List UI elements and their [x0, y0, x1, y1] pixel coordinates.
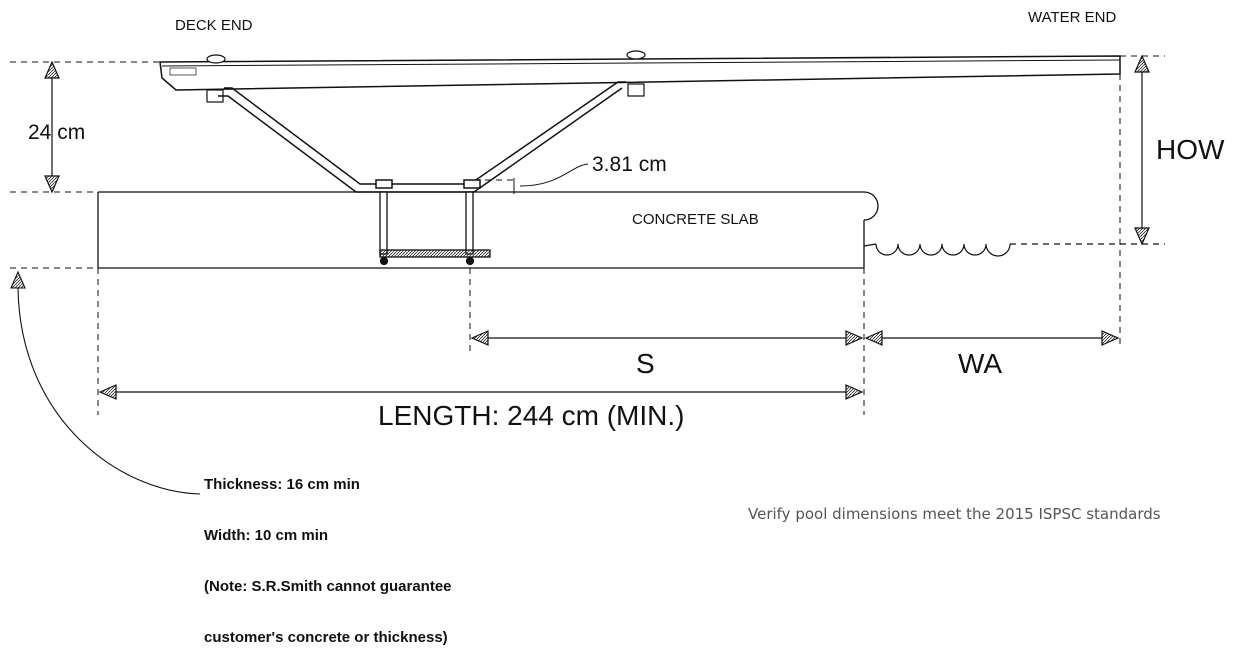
diving-board	[159, 50, 1121, 103]
dimension-length	[98, 384, 864, 400]
water-end-label: WATER END	[1028, 9, 1117, 26]
thickness-callout	[10, 270, 201, 495]
height-24cm-label: 24 cm	[28, 121, 86, 144]
footer-note: Verify pool dimensions meet the 2015 ISP…	[748, 505, 1161, 523]
note-thickness: Thickness: 16 cm min	[204, 476, 360, 493]
note-disclaimer-1: (Note: S.R.Smith cannot guarantee	[204, 578, 452, 595]
note-width: Width: 10 cm min	[204, 527, 329, 544]
concrete-slab	[97, 191, 879, 269]
water-surface	[863, 243, 1165, 257]
anchor-bolts	[379, 191, 491, 266]
dimension-how	[1134, 54, 1150, 246]
diving-board-diagram	[10, 50, 1165, 495]
dimension-wa	[864, 330, 1120, 346]
dimension-24cm	[44, 60, 60, 194]
deck-end-label: DECK END	[175, 17, 253, 34]
dimension-s	[470, 330, 864, 346]
note-disclaimer-2: customer's concrete or thickness)	[204, 629, 448, 646]
slab-note: Thickness: 16 cm min Width: 10 cm min (N…	[204, 442, 452, 663]
fulcrum-stand	[218, 81, 626, 193]
s-label: S	[636, 348, 655, 379]
leader-381	[519, 163, 589, 187]
length-label: LENGTH: 244 cm (MIN.)	[378, 400, 685, 431]
dim-381-label: 3.81 cm	[592, 153, 667, 176]
concrete-slab-label: CONCRETE SLAB	[632, 211, 759, 228]
wa-label: WA	[958, 348, 1003, 379]
how-label: HOW	[1156, 134, 1225, 165]
